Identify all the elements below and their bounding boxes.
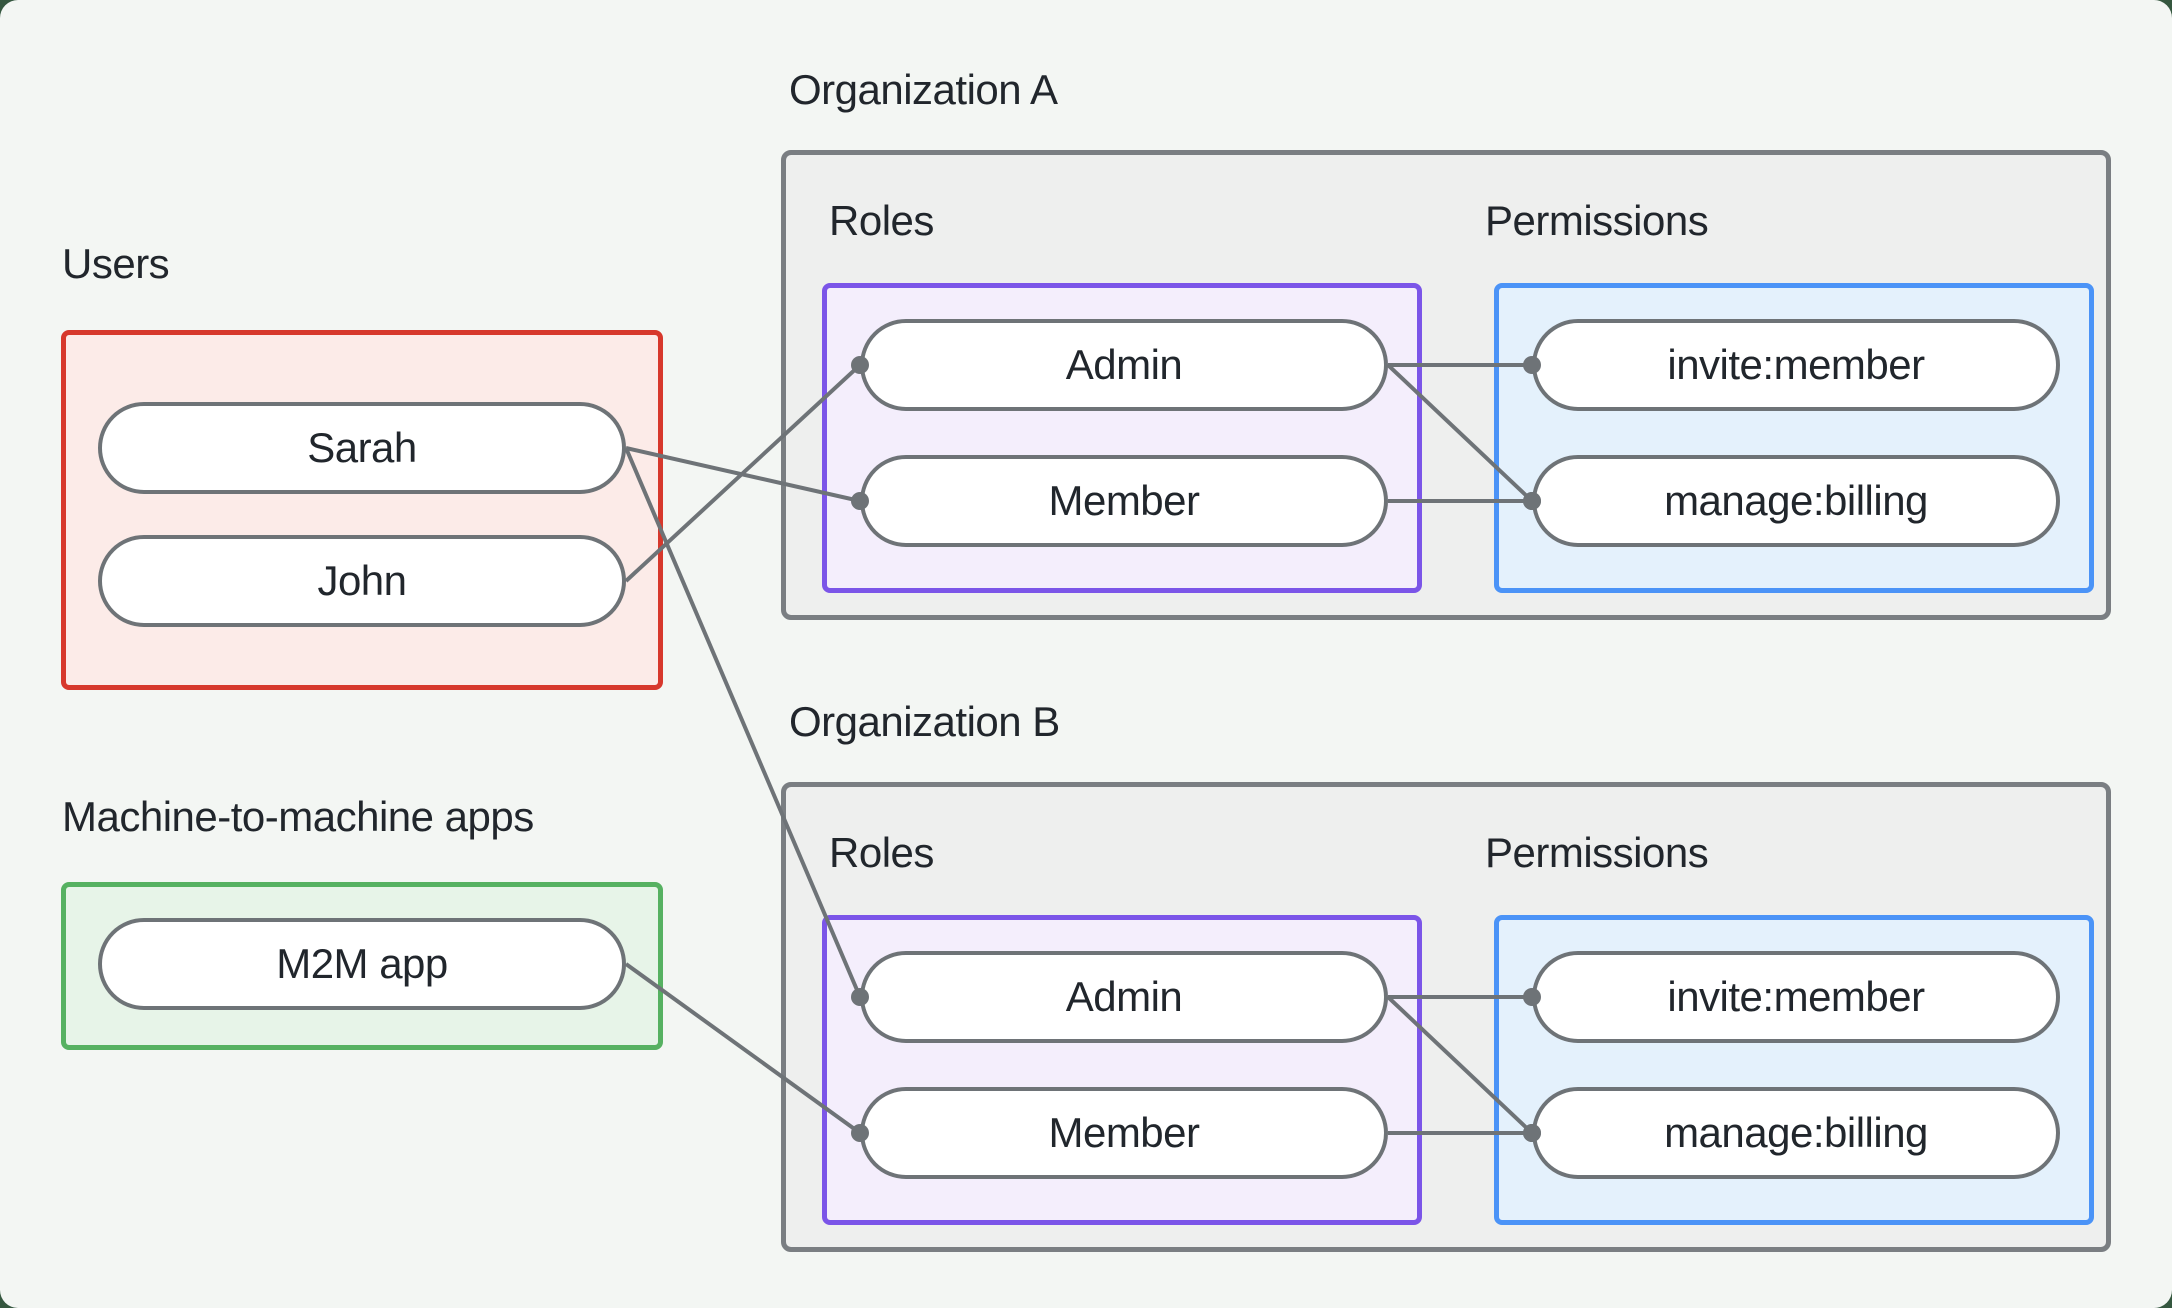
m2m-section-label: Machine-to-machine apps xyxy=(62,793,534,840)
org-a-role-member-label: Member xyxy=(1048,477,1200,524)
org-b-title: Organization B xyxy=(789,698,1060,745)
org-a-title: Organization A xyxy=(789,66,1058,113)
org-b-perm-manage-label: manage:billing xyxy=(1664,1109,1928,1156)
org-a-box: Roles Permissions Admin Member invite:me… xyxy=(781,150,2111,620)
org-b-permissions-label: Permissions xyxy=(1485,829,1709,876)
user-node-sarah-label: Sarah xyxy=(307,424,417,471)
org-a-perm-manage-label: manage:billing xyxy=(1664,477,1928,524)
m2m-app-node-label: M2M app xyxy=(276,940,448,987)
org-b-box: Roles Permissions Admin Member invite:me… xyxy=(781,782,2111,1252)
users-group-box: Sarah John xyxy=(61,330,663,690)
org-b-perm-invite-label: invite:member xyxy=(1667,973,1925,1020)
org-a-role-member: Member xyxy=(860,455,1388,547)
org-b-permissions-box: invite:member manage:billing xyxy=(1494,915,2094,1225)
users-section-label: Users xyxy=(62,240,170,287)
user-node-john: John xyxy=(98,535,626,627)
org-a-perm-manage: manage:billing xyxy=(1532,455,2060,547)
org-b-role-admin: Admin xyxy=(860,951,1388,1043)
org-b-role-admin-label: Admin xyxy=(1065,973,1183,1020)
org-a-perm-invite-label: invite:member xyxy=(1667,341,1925,388)
org-b-role-member-label: Member xyxy=(1048,1109,1200,1156)
org-b-roles-box: Admin Member xyxy=(822,915,1422,1225)
org-a-role-admin: Admin xyxy=(860,319,1388,411)
org-b-roles-label: Roles xyxy=(829,829,934,876)
user-node-john-label: John xyxy=(317,557,407,604)
m2m-app-node: M2M app xyxy=(98,918,626,1010)
org-a-roles-box: Admin Member xyxy=(822,283,1422,593)
org-b-role-member: Member xyxy=(860,1087,1388,1179)
m2m-group-box: M2M app xyxy=(61,882,663,1050)
org-a-perm-invite: invite:member xyxy=(1532,319,2060,411)
org-b-perm-manage: manage:billing xyxy=(1532,1087,2060,1179)
org-a-roles-label: Roles xyxy=(829,197,934,244)
org-a-permissions-box: invite:member manage:billing xyxy=(1494,283,2094,593)
org-b-perm-invite: invite:member xyxy=(1532,951,2060,1043)
user-node-sarah: Sarah xyxy=(98,402,626,494)
org-a-role-admin-label: Admin xyxy=(1065,341,1183,388)
org-a-permissions-label: Permissions xyxy=(1485,197,1709,244)
